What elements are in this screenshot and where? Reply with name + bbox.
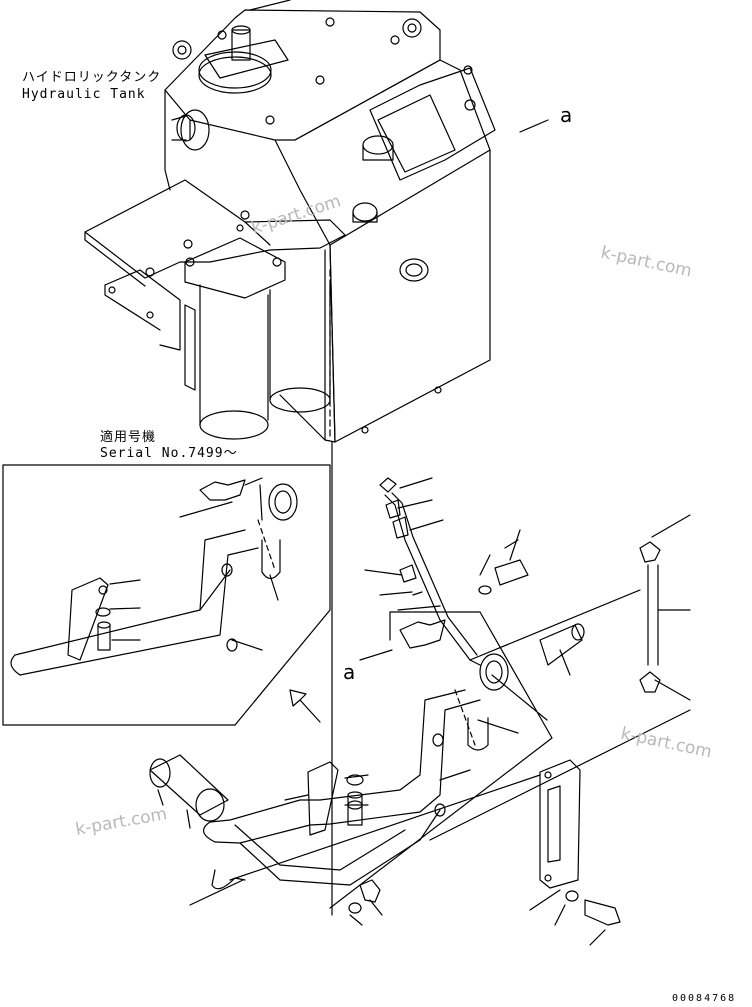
reference-mark-top: a: [560, 103, 573, 127]
tank-label-en: Hydraulic Tank: [22, 87, 146, 102]
document-number: 00084768: [672, 993, 737, 1004]
tank-label-jp: ハイドロリックタンク: [22, 70, 162, 85]
hydraulic-tank: [84, 0, 496, 443]
serial-label-en: Serial No.7499～: [100, 446, 238, 461]
main-assembly: [149, 119, 691, 946]
serial-label-jp: 適用号機: [100, 430, 157, 445]
reference-mark-bottom: a: [343, 660, 356, 684]
serial-inset: [2, 464, 331, 726]
